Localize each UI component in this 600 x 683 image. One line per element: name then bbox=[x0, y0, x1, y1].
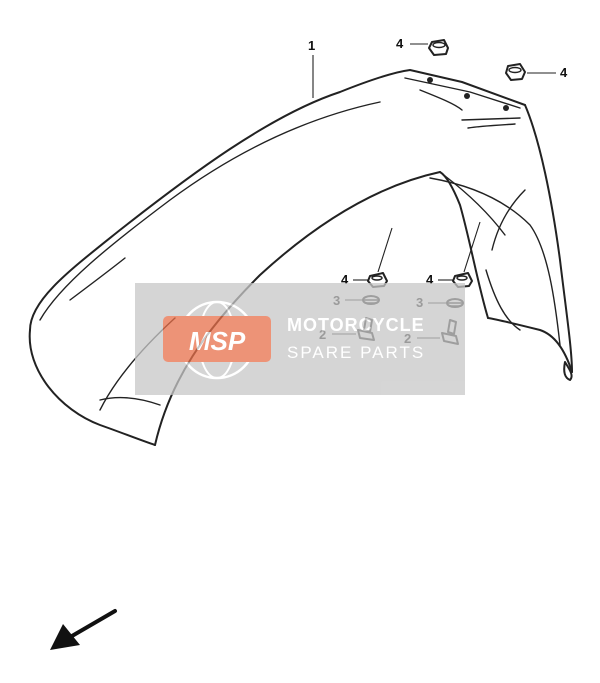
logo-badge bbox=[163, 316, 271, 362]
front-direction-arrow-icon bbox=[50, 609, 117, 650]
watermark-line2: SPARE PARTS bbox=[287, 343, 425, 362]
label-nut-mid-right: 4 bbox=[426, 272, 434, 287]
watermark: MSP MOTORCYCLE SPARE PARTS bbox=[135, 283, 465, 395]
label-fender: 1 bbox=[308, 38, 315, 53]
nut-mid-right bbox=[452, 221, 481, 288]
logo-text: MSP bbox=[189, 326, 246, 356]
label-nut-top-right: 4 bbox=[560, 65, 568, 80]
label-nut-mid-left: 4 bbox=[341, 272, 349, 287]
watermark-line1: MOTORCYCLE bbox=[287, 315, 425, 335]
nut-mid-left bbox=[367, 227, 393, 288]
label-nut-top-left: 4 bbox=[396, 36, 404, 51]
nut-top-left bbox=[428, 39, 449, 56]
nut-top-right bbox=[505, 63, 526, 81]
